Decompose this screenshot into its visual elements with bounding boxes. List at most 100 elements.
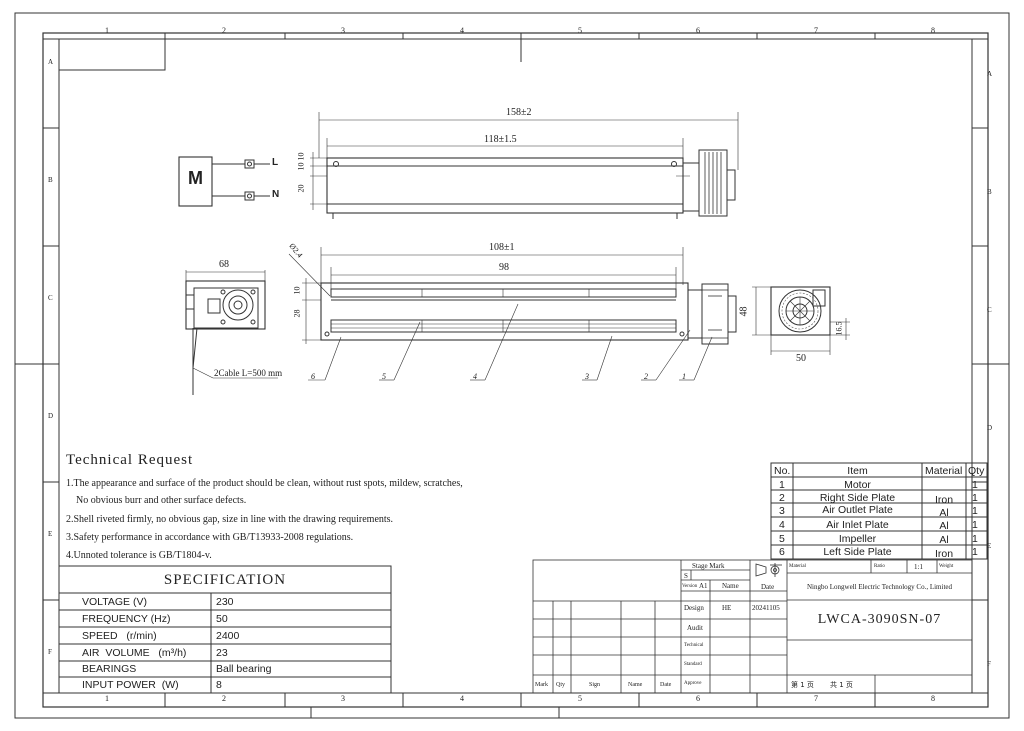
dim-right-height: 48: [738, 306, 750, 317]
tb-rev-qty: Qty: [556, 682, 565, 688]
zone-col-7-bottom: 7: [814, 694, 818, 703]
zone-column-ticks: [164, 33, 876, 718]
technical-request-line-3: 2.Shell riveted firmly, no obvious gap, …: [66, 514, 394, 525]
cable-note: 2Cable L=500 mm: [214, 368, 283, 378]
dim-front-left-10: 10: [292, 286, 302, 295]
zone-row-e: E: [48, 530, 53, 538]
zone-row-a-right: A: [987, 70, 993, 78]
callout-5: 5: [382, 372, 386, 381]
spec-value-bearings: Ball bearing: [216, 663, 272, 675]
outer-frame: [14, 12, 1010, 719]
dim-front-inner: 98: [499, 262, 509, 273]
zone-col-8-bottom: 8: [931, 694, 935, 703]
dim-top-left-10a: 10: [296, 152, 306, 161]
zone-row-d: D: [48, 412, 54, 420]
bom-row-qty: 1: [972, 479, 978, 491]
zone-col-5: 5: [578, 26, 582, 35]
tb-ratio-label: Ratio: [874, 564, 885, 569]
spec-label-voltage: VOLTAGE (V): [82, 596, 147, 608]
dim-right-width: 50: [796, 353, 806, 364]
bom-row-qty: 1: [972, 533, 978, 545]
spec-value-input-power: 8: [216, 679, 222, 691]
right-view: [752, 286, 850, 355]
tb-version-value: A1: [699, 582, 708, 590]
front-view: [288, 247, 737, 381]
side-view: [185, 270, 278, 395]
bom-row-material: Al: [939, 507, 949, 519]
zone-col-6: 6: [696, 26, 700, 35]
bom-row-no: 2: [779, 492, 785, 504]
bom-row-qty: 1: [972, 546, 978, 558]
spec-title: SPECIFICATION: [163, 572, 287, 588]
zone-row-a: A: [48, 58, 54, 66]
technical-request-line-4: 3.Safety performance in accordance with …: [66, 532, 354, 543]
spec-value-voltage: 230: [216, 596, 234, 608]
tb-technical-label: Technical: [684, 643, 704, 648]
terminal-l: L: [272, 157, 279, 168]
zone-row-c: C: [48, 294, 53, 302]
projection-symbol-icon: [755, 563, 780, 577]
spec-table-grid: [58, 565, 392, 694]
dim-front-left-28: 28: [292, 309, 302, 318]
spec-label-frequency: FREQUENCY (Hz): [82, 613, 171, 625]
motor-schematic: [178, 156, 270, 207]
tb-company: Ningbo Longwell Electric Technology Co.,…: [807, 583, 952, 591]
spec-label-air-volume: AIR VOLUME (m³/h): [82, 647, 187, 659]
technical-request-line-1: 1.The appearance and surface of the prod…: [66, 478, 463, 489]
technical-request-line-5: 4.Unnoted tolerance is GB/T1804-v.: [66, 550, 212, 561]
bom-row-item: Right Side Plate: [819, 492, 896, 504]
bom-row-no: 1: [779, 479, 785, 491]
bom-row-item: Motor: [844, 479, 871, 491]
spec-value-air-volume: 23: [216, 647, 228, 659]
corner-box: [59, 39, 166, 71]
zone-row-e-right: E: [987, 542, 992, 550]
tb-stage-mark: Stage Mark: [692, 562, 725, 570]
tb-version-label: Version: [682, 584, 698, 589]
tb-stage-value: S: [684, 572, 688, 580]
spec-label-speed: SPEED (r/min): [82, 630, 157, 642]
bom-row-material: Iron: [934, 494, 954, 506]
zone-col-6-bottom: 6: [696, 694, 700, 703]
callout-4: 4: [473, 372, 477, 381]
title-block-grid: [532, 559, 973, 694]
dim-front-overall: 108±1: [489, 242, 515, 253]
zone-row-c-right: C: [987, 306, 992, 314]
dim-side-width: 68: [219, 259, 229, 270]
bom-row-no: 4: [779, 519, 785, 531]
dim-top-left-20: 20: [296, 184, 306, 193]
tb-rev-date: Date: [660, 682, 672, 688]
bom-header-qty: Qty: [968, 465, 985, 477]
top-view: [310, 112, 739, 219]
zone-col-1: 1: [105, 26, 109, 35]
bom-row-item: Left Side Plate: [823, 546, 892, 558]
tb-standard-label: Standard: [684, 662, 702, 667]
bom-row-qty: 1: [972, 519, 978, 531]
bom-row-no: 3: [779, 505, 785, 517]
zone-row-d-right: D: [987, 424, 993, 432]
bom-row-no: 5: [779, 533, 785, 545]
bom-row-material: Al: [939, 534, 949, 546]
tb-rev-sign: Sign: [589, 682, 601, 688]
bom-row-qty: 1: [972, 492, 978, 504]
zone-row-b: B: [48, 176, 53, 184]
spec-value-frequency: 50: [216, 613, 228, 625]
spec-value-speed: 2400: [216, 630, 240, 642]
tb-rev-name: Name: [628, 682, 643, 688]
zone-col-4-bottom: 4: [460, 694, 464, 703]
bom-row-item: Impeller: [838, 533, 877, 545]
tb-design-date: 20241105: [752, 604, 780, 612]
zone-col-3-bottom: 3: [341, 694, 345, 703]
spec-label-input-power: INPUT POWER (W): [82, 679, 179, 691]
bom-row-item: Air Inlet Plate: [826, 519, 889, 531]
bom-row-material: Iron: [934, 548, 954, 560]
technical-request-title: Technical Request: [66, 452, 194, 468]
bom-row-no: 6: [779, 546, 785, 558]
bom-row-qty: 1: [972, 505, 978, 517]
tb-design-label: Design: [684, 604, 704, 612]
zone-col-2-bottom: 2: [222, 694, 226, 703]
callout-2: 2: [644, 372, 648, 381]
zone-col-2: 2: [222, 26, 226, 35]
zone-row-ticks: [15, 127, 1009, 601]
callout-6: 6: [311, 372, 315, 381]
zone-row-f: F: [48, 648, 52, 656]
